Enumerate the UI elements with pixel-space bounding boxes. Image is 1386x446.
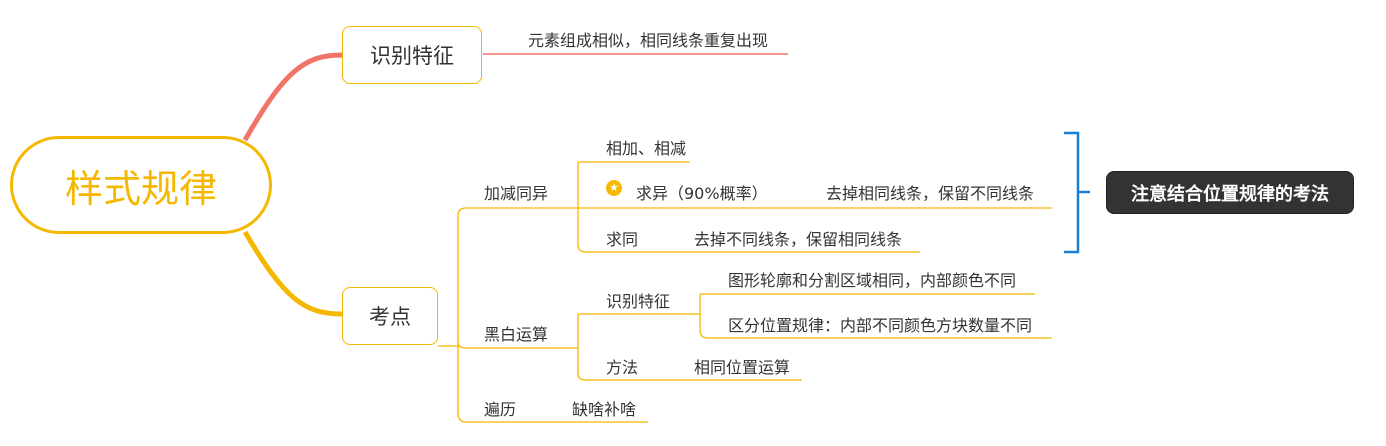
root-topic[interactable]: 样式规律 (10, 136, 272, 234)
black-white-topic[interactable]: 黑白运算 (484, 325, 549, 344)
summary-bracket (1064, 131, 1090, 254)
summary-callout[interactable]: 注意结合位置规律的考法 (1106, 171, 1354, 214)
star-icon: ★ (606, 180, 622, 196)
add-subtract-topic[interactable]: 加减同异 (484, 184, 549, 203)
traverse-topic[interactable]: 遍历 (484, 400, 517, 419)
method-topic[interactable]: 方法 (606, 358, 639, 377)
identify-topic[interactable]: 识别特征 (342, 26, 482, 84)
bw-identify-topic[interactable]: 识别特征 (606, 292, 671, 311)
add-topic[interactable]: 相加、相减 (606, 139, 687, 158)
traverse-detail[interactable]: 缺啥补啥 (572, 400, 637, 419)
same-topic[interactable]: 求同 (606, 230, 639, 249)
method-detail[interactable]: 相同位置运算 (694, 358, 791, 377)
bw-identify-item1[interactable]: 图形轮廓和分割区域相同，内部颜色不同 (728, 271, 1017, 290)
diff-topic[interactable]: 求异（90%概率） (636, 184, 768, 203)
diff-detail[interactable]: 去掉相同线条，保留不同线条 (826, 184, 1035, 203)
same-detail[interactable]: 去掉不同线条，保留相同线条 (694, 230, 903, 249)
exam-topic[interactable]: 考点 (342, 287, 438, 345)
bw-identify-item2[interactable]: 区分位置规律：内部不同颜色方块数量不同 (728, 316, 1033, 335)
identify-child[interactable]: 元素组成相似，相同线条重复出现 (528, 31, 769, 50)
